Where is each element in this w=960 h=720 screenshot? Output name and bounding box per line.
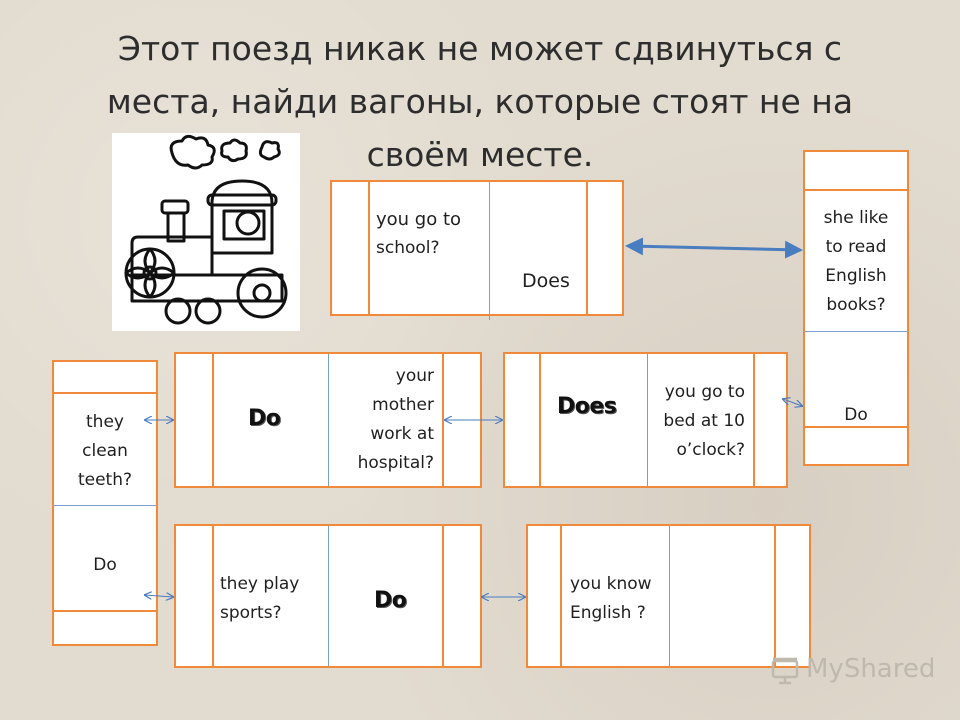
- wagon-top-divider: [805, 189, 907, 191]
- wagon-center-divider: [669, 526, 670, 666]
- wagon-question-line-1: you go to: [376, 209, 462, 230]
- wagon-auxiliary-word: Does: [522, 270, 570, 292]
- title-line-3: своём месте.: [366, 135, 594, 174]
- connector-arrow-right-middle: [783, 399, 802, 406]
- wagon-right-divider: [442, 526, 444, 666]
- wagon-question-line-2: bed at 10: [663, 411, 745, 431]
- wagon-left-divider: [212, 354, 214, 486]
- wagon-school[interactable]: you go to school? Does: [330, 180, 624, 320]
- watermark: MyShared: [770, 652, 950, 692]
- wagon-bottom-divider: [54, 610, 156, 612]
- wagon-question-line-2: clean: [82, 441, 128, 461]
- wagon-play-sports[interactable]: they play sports? Do: [174, 524, 482, 668]
- wagon-top-divider: [54, 392, 156, 394]
- wagon-question-line-1: she like: [823, 208, 889, 228]
- page-title: Этот поезд никак не может сдвинуться с м…: [60, 22, 900, 181]
- wagon-left-divider: [539, 354, 541, 486]
- wagon-auxiliary-word: Do: [844, 405, 868, 425]
- wagon-center-divider: [54, 505, 156, 506]
- wagon-question-line-2: school?: [376, 238, 440, 258]
- wagon-english-books[interactable]: she like to read English books? Do: [803, 150, 909, 466]
- wagon-auxiliary-word: Do: [248, 406, 281, 431]
- wagon-question-line-3: o’clock?: [676, 440, 746, 460]
- wagon-center-divider: [328, 354, 329, 486]
- wagon-question-line-2: mother: [372, 395, 434, 415]
- watermark-text: MyShared: [806, 654, 936, 684]
- wagon-bed-ten-oclock[interactable]: Does you go to bed at 10 o’clock?: [503, 352, 788, 488]
- wagon-right-divider: [753, 354, 755, 486]
- train-locomotive-icon: [124, 134, 288, 325]
- wagon-question-line-3: work at: [370, 424, 434, 444]
- wagon-center-divider: [805, 331, 907, 332]
- wagon-center-divider: [647, 354, 648, 486]
- connector-arrow-left-lower: [145, 595, 173, 597]
- wagon-clean-teeth[interactable]: they clean teeth? Do: [52, 360, 158, 646]
- wagon-right-divider: [586, 182, 588, 314]
- title-line-1: Этот поезд никак не может сдвинуться с: [117, 29, 843, 68]
- wagon-left-divider: [560, 526, 562, 666]
- wagon-question-line-3: teeth?: [77, 470, 133, 490]
- connector-arrow-top: [625, 237, 803, 259]
- wagon-auxiliary-word: Do: [374, 588, 407, 613]
- wagon-question-line-1: your: [395, 366, 434, 386]
- wagon-auxiliary-word: Does: [557, 394, 617, 419]
- wagon-right-divider: [774, 526, 776, 666]
- wagon-question-line-3: English: [825, 266, 887, 286]
- wagon-auxiliary-word: Do: [93, 555, 117, 575]
- wagon-question-line-1: they play: [220, 574, 300, 594]
- wagon-center-divider: [489, 182, 490, 320]
- wagon-mother-hospital[interactable]: Do your mother work at hospital?: [174, 352, 482, 488]
- wagon-left-divider: [212, 526, 214, 666]
- locomotive-picture: [112, 133, 300, 331]
- wagon-right-divider: [442, 354, 444, 486]
- wagon-center-divider: [328, 526, 329, 666]
- wagon-bottom-divider: [805, 426, 907, 428]
- wagon-know-english[interactable]: you know English ?: [526, 524, 811, 668]
- wagon-question-line-4: hospital?: [357, 453, 434, 473]
- wagon-question-line-1: you know: [570, 574, 652, 594]
- wagon-question-line-4: books?: [826, 295, 886, 315]
- wagon-question-line-1: they: [86, 412, 124, 432]
- wagon-question-line-2: English ?: [570, 603, 646, 623]
- presentation-screen-icon: [771, 657, 799, 685]
- title-line-2: места, найди вагоны, которые стоят не на: [106, 82, 854, 121]
- wagon-left-divider: [368, 182, 370, 314]
- wagon-question-line-2: sports?: [220, 603, 282, 623]
- wagon-question-line-1: you go to: [664, 382, 745, 402]
- wagon-question-line-2: to read: [825, 237, 887, 257]
